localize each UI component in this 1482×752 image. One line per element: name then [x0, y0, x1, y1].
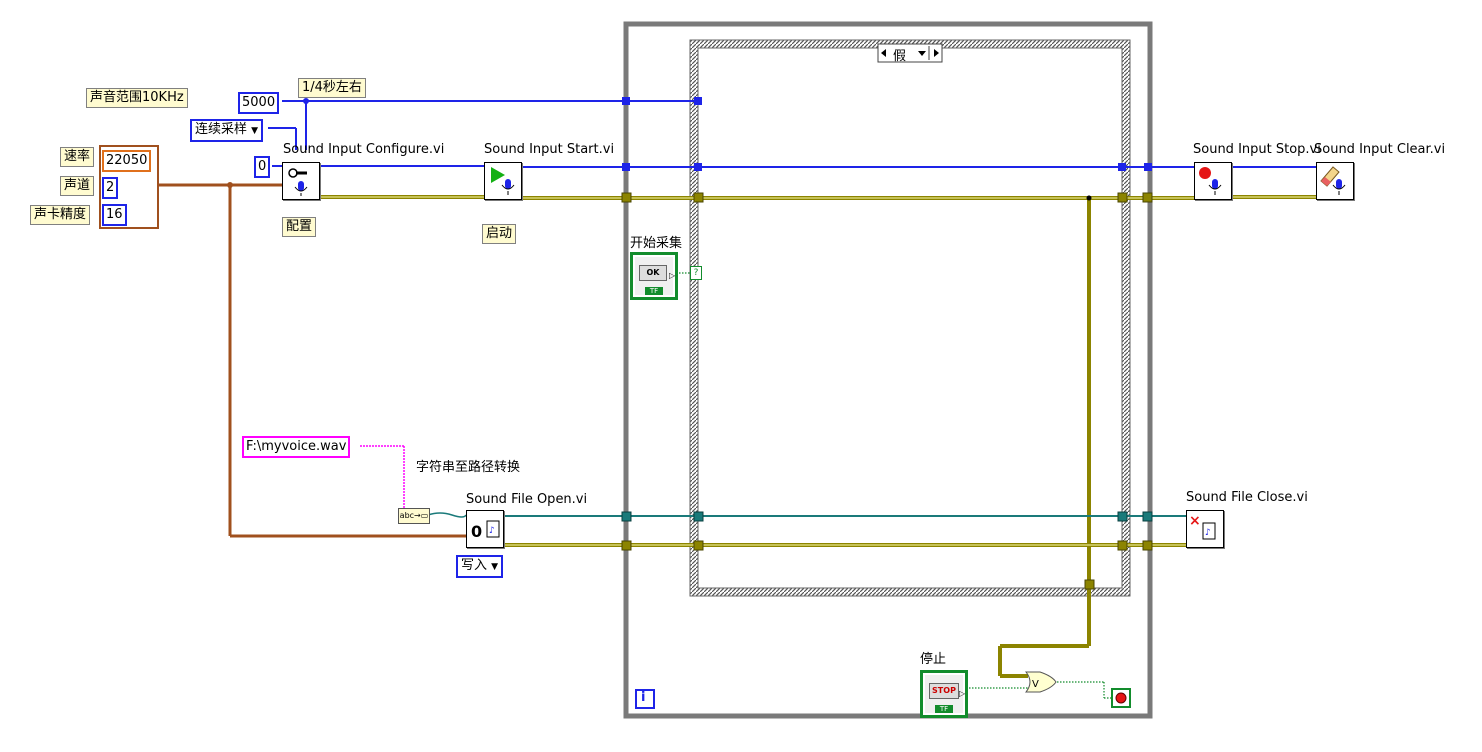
boolean-wires: [676, 272, 1112, 699]
chevron-down-icon: ▼: [251, 126, 259, 136]
device-constant[interactable]: 0: [254, 156, 271, 178]
sound-input-configure-vi[interactable]: [282, 162, 320, 200]
case-selector-value[interactable]: 假: [893, 49, 907, 64]
stop-label: 停止: [920, 652, 947, 667]
stop-button-face: STOP: [929, 683, 959, 699]
terminal-arrow-icon: ▷: [669, 271, 676, 280]
channels-constant[interactable]: 2: [102, 177, 119, 199]
start-caption: 启动: [482, 224, 517, 244]
sound-file-open-vi[interactable]: 0 ♪: [466, 510, 504, 548]
svg-text:×: ×: [1189, 513, 1201, 529]
cluster-wires: [158, 183, 466, 538]
play-icon: [491, 167, 515, 195]
while-loop-border[interactable]: [623, 21, 1153, 719]
case-structure-border[interactable]: [690, 40, 1130, 596]
samples-constant[interactable]: 5000: [238, 92, 280, 114]
file-mode-enum[interactable]: 写入 ▼: [456, 555, 504, 578]
case-selector: [877, 43, 943, 63]
file-open-icon: 0 ♪: [471, 520, 500, 541]
string-to-path-label: 字符串至路径转换: [416, 460, 521, 475]
quarter-second-comment: 1/4秒左右: [298, 78, 366, 98]
case-selector-terminal[interactable]: ?: [690, 266, 702, 280]
ok-button-face: OK: [639, 265, 667, 281]
tf-badge: TF: [935, 705, 953, 713]
wrench-icon: [288, 168, 308, 196]
sound-input-stop-vi[interactable]: [1194, 162, 1232, 200]
file-close-icon: × ♪: [1189, 513, 1216, 540]
file-path-constant[interactable]: F:\myvoice.wav: [242, 436, 351, 458]
start-vi-label: Sound Input Start.vi: [484, 142, 615, 157]
clear-vi-label: Sound Input Clear.vi: [1314, 142, 1446, 157]
sound-input-clear-vi[interactable]: [1316, 162, 1354, 200]
file-mode-value: 写入: [461, 558, 488, 573]
file-open-vi-label: Sound File Open.vi: [466, 492, 588, 507]
sound-range-comment: 声音范围10KHz: [86, 88, 188, 108]
sample-mode-value: 连续采样: [195, 122, 248, 137]
bit-depth-label: 声卡精度: [30, 205, 91, 225]
eraser-icon: [1320, 166, 1346, 195]
channels-label: 声道: [60, 176, 95, 196]
stop-vi-label: Sound Input Stop.vi: [1193, 142, 1321, 157]
stop-button[interactable]: STOP TF ▷: [920, 670, 968, 718]
sample-mode-enum[interactable]: 连续采样 ▼: [190, 119, 264, 142]
sound-input-start-vi[interactable]: [484, 162, 522, 200]
tf-badge: TF: [645, 287, 663, 295]
configure-caption: 配置: [282, 217, 317, 237]
rate-constant[interactable]: 22050: [102, 150, 152, 172]
terminal-arrow-icon: ▷: [959, 689, 966, 698]
record-stop-icon: [1199, 167, 1222, 195]
configure-vi-label: Sound Input Configure.vi: [283, 142, 445, 157]
sound-file-close-vi[interactable]: × ♪: [1186, 510, 1224, 548]
start-capture-label: 开始采集: [630, 236, 683, 251]
file-close-vi-label: Sound File Close.vi: [1186, 490, 1308, 505]
task-wires: [268, 100, 1316, 168]
chevron-down-icon: ▼: [491, 562, 499, 572]
string-wire: [360, 445, 405, 508]
iteration-terminal: [635, 689, 655, 709]
bits-constant[interactable]: 16: [102, 204, 127, 226]
start-capture-button[interactable]: OK TF ▷: [630, 252, 678, 300]
iteration-label: i: [641, 690, 646, 705]
rate-label: 速率: [60, 147, 95, 167]
svg-text:V: V: [1032, 679, 1039, 690]
string-to-path-icon: abc→▭: [399, 511, 429, 520]
svg-text:♪: ♪: [1205, 528, 1211, 538]
or-gate: [1024, 671, 1057, 693]
error-wires: [320, 195, 1316, 678]
string-to-path-node[interactable]: abc→▭: [398, 508, 430, 524]
svg-text:♪: ♪: [489, 526, 495, 536]
svg-text:0: 0: [471, 522, 482, 541]
